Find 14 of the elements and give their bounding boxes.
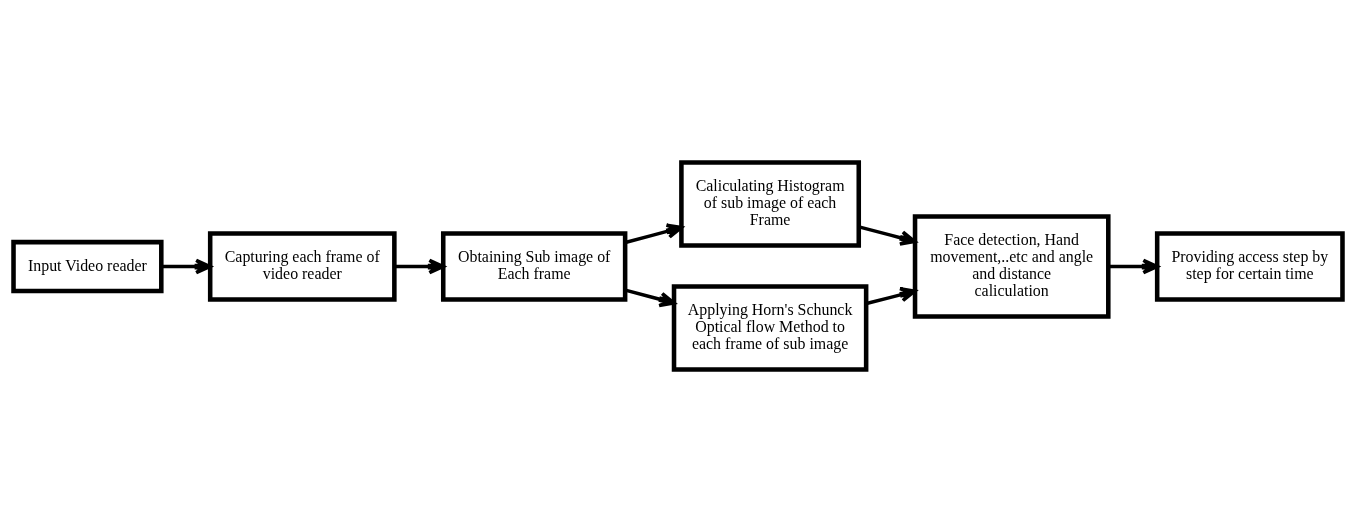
node-box: Providing access step by step for certain time [1154,230,1345,302]
arrow [161,258,212,274]
arrow [1108,258,1159,274]
arrow [624,222,683,244]
arrow [866,286,917,305]
arrow [624,288,676,307]
arrow [394,258,445,274]
node-box: Caliculating Histogram of sub image of each Frame [679,159,862,248]
arrow [858,224,917,246]
node-box: Applying Horn's Schunck Optical flow Method to each frame of sub image [671,283,869,372]
node-box: Obtaining Sub image of Each frame [440,230,628,302]
node-box: Capturing each frame of video reader [207,230,397,302]
node-box: Input Video reader [11,239,164,293]
node-box: Face detection, Hand movement,..etc and angle and distance caliculation [912,213,1111,319]
